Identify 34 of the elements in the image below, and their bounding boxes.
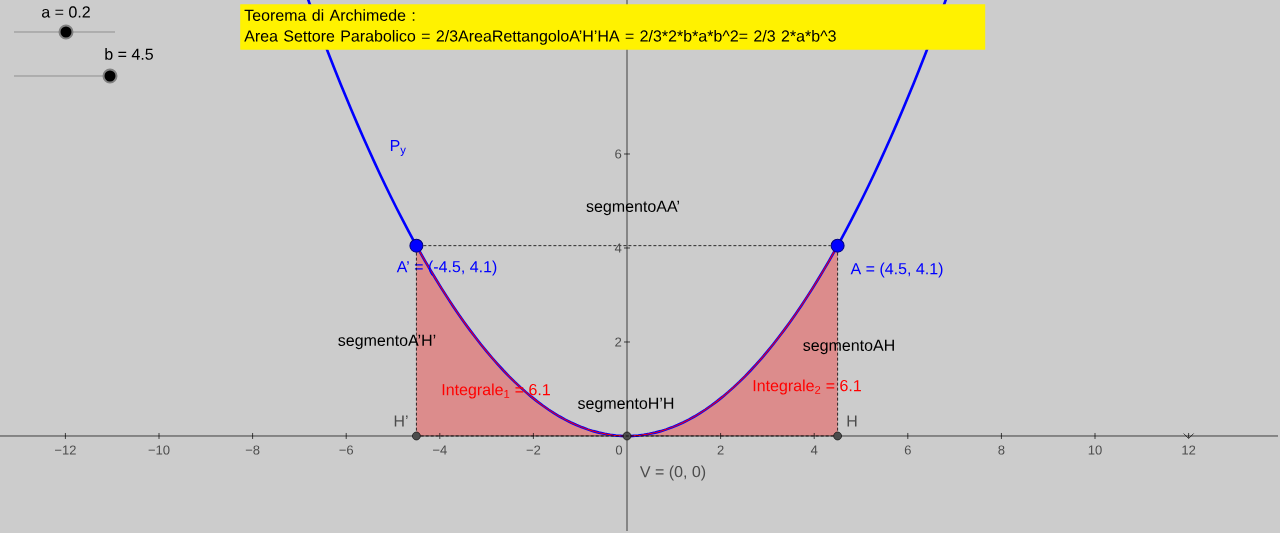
- tick-label: −6: [339, 445, 354, 455]
- tick-label: −12: [55, 445, 76, 455]
- text-label: P$_{y}$: [390, 140, 406, 156]
- tick-label: 2: [717, 445, 724, 455]
- text-label: Integrale$_{2}$ = 6.1: [753, 379, 861, 395]
- segment-label: segmentoA’H’: [338, 334, 436, 350]
- point-label: A = (4.5, 4.1): [850, 262, 943, 278]
- tick-label: −8: [245, 445, 260, 455]
- title-box: Teorema di Archimede : Area Settore Parabolico = 2/3AreaRettangoloA’H’HA = 2/3*2*b*a*b^2= 2/3 2*a*b^3: [240, 4, 986, 50]
- tick-label: −10: [148, 445, 170, 455]
- tick-label: 2: [615, 337, 622, 347]
- segment-label: segmentoAH: [803, 339, 894, 355]
- segment-line: [423, 245, 831, 247]
- tick-label: 8: [998, 445, 1005, 455]
- tick-label: 4: [614, 243, 622, 253]
- text-label: b = 4.5: [105, 48, 153, 60]
- segment-label: segmentoAA’: [586, 200, 679, 216]
- segment-label: segmentoH’H: [578, 397, 674, 413]
- tick-label: 6: [615, 149, 622, 159]
- tick-label: 10: [1088, 445, 1102, 455]
- tick-label: −4: [433, 445, 447, 455]
- segment-line: [837, 252, 838, 433]
- point-label: V = (0, 0): [639, 465, 706, 481]
- tick-label: 4: [810, 445, 818, 455]
- segment-line: [416, 252, 417, 433]
- segment-line: [420, 435, 834, 437]
- tick-label: 12: [1182, 445, 1196, 455]
- point-label: H: [847, 415, 857, 427]
- tick-label: 6: [904, 445, 911, 455]
- point-label: H’: [394, 415, 408, 427]
- text-label: a = 0.2: [42, 6, 90, 18]
- tick-label: −2: [526, 445, 541, 455]
- point-label: A’ = (-4.5, 4.1): [396, 260, 497, 276]
- tick-label: 0: [615, 445, 623, 455]
